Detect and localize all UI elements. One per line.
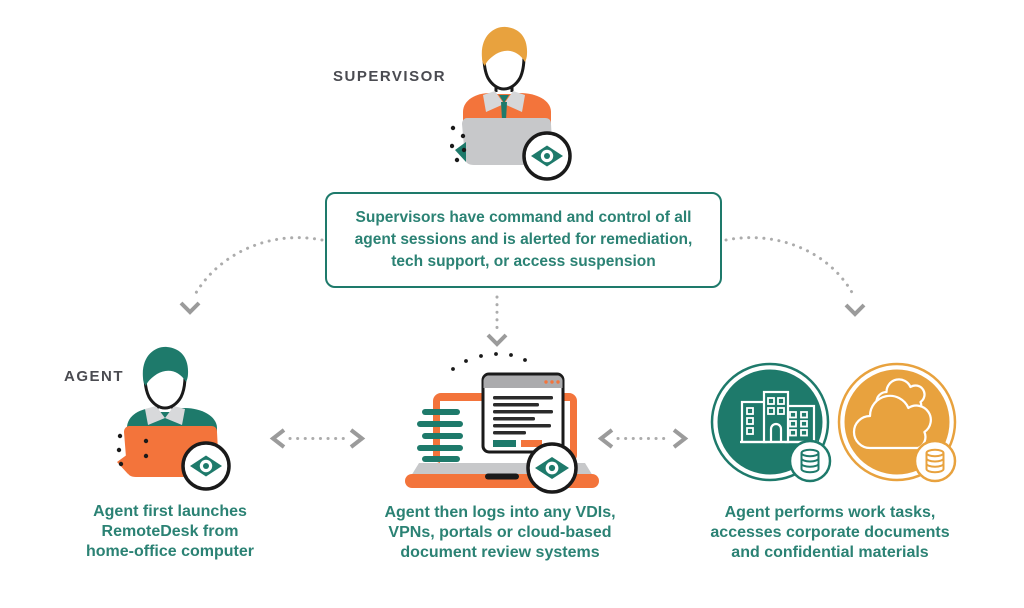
remotedesk-eye-icon — [181, 441, 231, 491]
remotedesk-eye-icon — [526, 442, 578, 494]
corporate-circle — [710, 362, 832, 483]
agent-collar — [145, 406, 185, 425]
caption-line: document review systems — [400, 544, 600, 561]
caption-line: accesses corporate documents — [710, 524, 950, 541]
arrowhead-left-1 — [269, 428, 286, 449]
vpn-bars — [417, 409, 463, 462]
arrowhead-right-1 — [349, 428, 366, 449]
browser-button-teal — [493, 440, 516, 447]
motion-dots — [116, 433, 149, 467]
browser-titlebar — [483, 375, 563, 388]
step-caption-left: Agent first launches RemoteDesk from hom… — [58, 502, 282, 562]
caption-line: RemoteDesk from — [101, 523, 239, 540]
supervisor-note-box: Supervisors have command and control of … — [325, 192, 722, 288]
remotedesk-eye-icon — [522, 131, 572, 181]
supervisor-label: SUPERVISOR — [333, 68, 447, 85]
motion-dots — [451, 352, 527, 371]
database-icon — [913, 439, 957, 483]
laptop-notch — [485, 473, 519, 480]
building-icon — [740, 390, 818, 444]
arrowhead-down-middle — [486, 333, 508, 347]
arrow-box-to-cloud — [724, 236, 857, 300]
agent-illustration — [116, 346, 231, 491]
browser-window-icon — [481, 372, 565, 454]
note-line: tech support, or access suspension — [391, 253, 656, 270]
vdi-laptop-illustration — [405, 352, 599, 494]
caption-line: VPNs, portals or cloud-based — [388, 524, 612, 541]
agent-hair — [142, 346, 189, 386]
agent-label: AGENT — [64, 368, 124, 385]
supervisor-illustration — [450, 26, 572, 181]
caption-line: home-office computer — [85, 543, 254, 560]
motion-dots — [450, 125, 467, 163]
supervisor-elbow — [455, 142, 466, 162]
arrowhead-right-2 — [672, 428, 689, 449]
supervisor-hair — [481, 26, 528, 66]
caption-line: Agent first launches — [93, 503, 247, 520]
supervisor-collar — [483, 91, 525, 112]
arrowhead-left-2 — [597, 428, 614, 449]
work-systems-illustration — [710, 362, 957, 483]
supervisor-tie — [499, 95, 509, 120]
arrowhead-down-left — [179, 301, 201, 315]
browser-dots — [544, 380, 560, 384]
step-caption-center: Agent then logs into any VDIs, VPNs, por… — [372, 503, 628, 563]
arrow-box-to-agent — [191, 236, 324, 300]
caption-line: Agent performs work tasks, — [724, 504, 936, 521]
database-icon — [788, 439, 832, 483]
note-line: Supervisors have command and control of … — [355, 209, 692, 226]
arrowhead-down-right — [844, 303, 866, 317]
cloud-icon — [852, 378, 932, 450]
browser-text-lines — [493, 396, 553, 435]
note-line: agent sessions and is alerted for remedi… — [354, 231, 693, 248]
browser-button-orange — [521, 440, 542, 447]
caption-line: and confidential materials — [731, 544, 929, 561]
step-caption-right: Agent performs work tasks, accesses corp… — [698, 503, 962, 563]
cloud-circle — [837, 362, 957, 483]
caption-line: Agent then logs into any VDIs, — [384, 504, 616, 521]
